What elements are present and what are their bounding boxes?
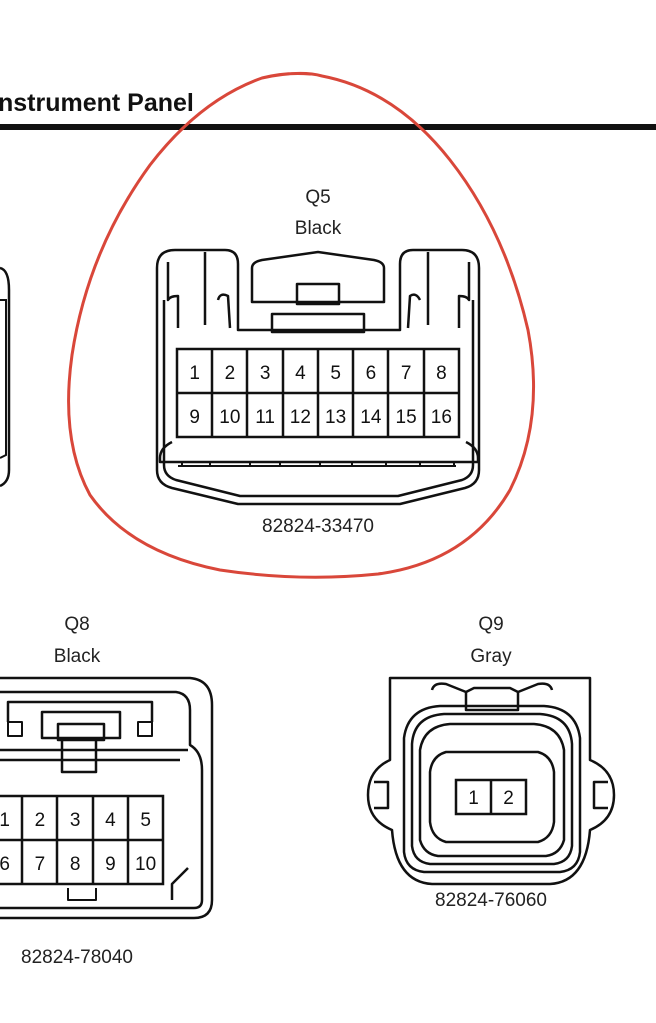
- q5-pins-bottom: 9 10 11 12 13 14 15 16: [189, 407, 452, 428]
- pin-label: 7: [35, 854, 46, 875]
- pin-label: 10: [135, 854, 156, 875]
- q5-housing: [155, 248, 481, 506]
- q5-color: Black: [295, 218, 342, 239]
- pin-label: 8: [436, 363, 447, 384]
- pin-label: 2: [503, 788, 514, 809]
- pin-label: 3: [70, 810, 81, 831]
- partial-connector-left: [0, 266, 11, 488]
- pin-label: 10: [219, 407, 240, 428]
- q9-code: Q9: [478, 614, 503, 635]
- pin-label: 3: [260, 363, 271, 384]
- section-title: nstrument Panel: [0, 89, 194, 117]
- q9-pin-grid: [454, 778, 528, 816]
- pin-label: 9: [189, 407, 200, 428]
- q8-color: Black: [54, 646, 101, 667]
- pin-label: 6: [0, 854, 10, 875]
- q9-housing: [366, 676, 616, 886]
- pin-label: 15: [396, 407, 417, 428]
- pin-label: 4: [295, 363, 306, 384]
- pin-label: 4: [105, 810, 116, 831]
- q8-pins-top: 1 2 3 4 5: [0, 810, 151, 831]
- q8-pin-grid: [0, 794, 165, 886]
- q8-pins-bottom: 6 7 8 9 10: [0, 854, 156, 875]
- pin-label: 2: [35, 810, 46, 831]
- pin-label: 6: [366, 363, 377, 384]
- q9-color: Gray: [470, 646, 512, 667]
- pin-label: 5: [330, 363, 341, 384]
- pin-label: 14: [360, 407, 382, 428]
- pin-label: 5: [140, 810, 151, 831]
- pin-label: 7: [401, 363, 412, 384]
- q5-pin-grid: [175, 347, 461, 439]
- header-rule: [0, 124, 656, 130]
- pin-label: 1: [0, 810, 10, 831]
- q5-pins-top: 1 2 3 4 5 6 7 8: [189, 363, 446, 384]
- pin-label: 12: [290, 407, 311, 428]
- pin-label: 11: [255, 407, 275, 428]
- q8-housing: [0, 676, 214, 920]
- pin-label: 9: [105, 854, 116, 875]
- annotation-circle: [67, 71, 536, 579]
- pin-label: 8: [70, 854, 81, 875]
- q8-part-number: 82824-78040: [21, 947, 133, 968]
- q8-code: Q8: [64, 614, 89, 635]
- pin-label: 13: [325, 407, 346, 428]
- q5-code: Q5: [305, 187, 330, 208]
- connector-q5: Q5 Black: [155, 187, 481, 537]
- pin-label: 2: [225, 363, 236, 384]
- pin-label: 1: [468, 788, 479, 809]
- connector-q8: Q8 Black 1 2 3 4 5 6 7 8 9 10 82824-78040: [0, 614, 214, 968]
- pin-label: 1: [189, 363, 200, 384]
- q5-part-number: 82824-33470: [262, 516, 374, 537]
- pin-label: 16: [431, 407, 452, 428]
- q9-part-number: 82824-76060: [435, 890, 547, 911]
